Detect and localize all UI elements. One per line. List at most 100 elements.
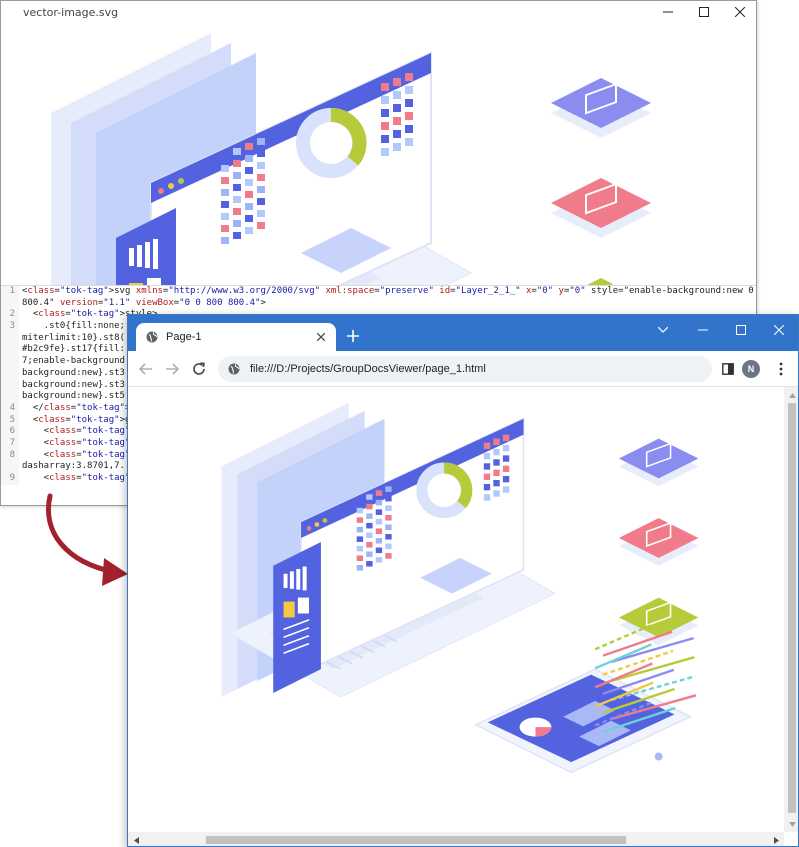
gears-icon: [585, 182, 617, 215]
code-text: .st0{fill:none;: [22, 321, 125, 332]
phone-bar: [296, 568, 301, 590]
code-line-stroke: [594, 624, 652, 651]
reload-button[interactable]: [189, 359, 209, 379]
image-card-icon: [645, 601, 672, 627]
grid-cell: [257, 198, 265, 205]
close-button[interactable]: [722, 1, 756, 23]
grid-cell: [483, 442, 491, 449]
new-tab-button[interactable]: [344, 327, 362, 345]
maximize-button[interactable]: [686, 1, 722, 23]
grid-cell: [233, 160, 241, 167]
url-text[interactable]: file:///D:/Projects/GroupDocsViewer/page…: [250, 363, 486, 375]
grid-cell: [366, 494, 373, 500]
grid-cell: [257, 150, 265, 157]
grid-cell: [381, 122, 389, 130]
vertical-scroll-thumb[interactable]: [788, 403, 796, 813]
caret-up-icon: [788, 392, 796, 398]
grid-cell: [257, 162, 265, 169]
caret-right-icon: [773, 836, 779, 844]
forward-button[interactable]: [162, 359, 182, 379]
phone-text-line: [283, 642, 310, 654]
phone-card: [283, 601, 295, 618]
window-dot: [306, 526, 312, 531]
code-line: background:new}.st3: [1, 379, 756, 392]
vertical-scrollbar[interactable]: [784, 387, 798, 832]
grid-cell: [245, 227, 253, 234]
code-text: background:new}.st3: [22, 379, 125, 390]
tab-page-1[interactable]: Page-1: [136, 323, 336, 351]
globe-icon: [146, 331, 158, 343]
code-text: dasharray:3.8701,7.: [22, 461, 125, 472]
maximize-button[interactable]: [722, 315, 760, 345]
grid-cell: [245, 191, 253, 198]
grid-cell: [405, 138, 413, 146]
code-line-stroke: [602, 706, 676, 734]
close-button[interactable]: [760, 315, 798, 345]
browser-window: Page-1: [127, 314, 799, 847]
scroll-left-button[interactable]: [128, 832, 144, 846]
tab-search-button[interactable]: [644, 315, 682, 345]
minimize-button[interactable]: [650, 1, 686, 23]
grid-cell: [245, 155, 253, 162]
grid-cell: [245, 167, 253, 174]
code-line-stroke: [610, 675, 696, 702]
grid-cell: [405, 73, 413, 81]
tile-top: [551, 78, 651, 128]
grid-cell: [221, 165, 229, 172]
monitor-stand-panel: [420, 557, 492, 594]
scroll-up-button[interactable]: [784, 387, 798, 403]
grid-cell: [375, 537, 383, 544]
grid-cell: [221, 237, 229, 244]
grid-cell: [405, 125, 413, 133]
side-panel-button[interactable]: [718, 359, 738, 379]
horizontal-scroll-thumb[interactable]: [206, 836, 626, 844]
close-icon: [774, 325, 784, 335]
code-text: #b2c9fe}.st17{fill:: [22, 344, 125, 355]
code-text: 7;enable-background: [22, 356, 125, 367]
minimize-button[interactable]: [684, 315, 722, 345]
grid-cell: [483, 452, 491, 460]
scroll-down-button[interactable]: [784, 816, 798, 832]
grid-cell: [221, 201, 229, 208]
code-text: background:new}.st5: [22, 391, 125, 402]
close-icon: [735, 7, 745, 17]
line-number: 3: [1, 321, 19, 333]
sidebar-icon: [722, 363, 734, 375]
code-line: miterlimit:10}.st8(: [1, 332, 756, 345]
grid-cell: [221, 225, 229, 232]
line-number: 2: [1, 309, 19, 322]
donut-segment: [443, 462, 473, 509]
address-bar[interactable]: file:///D:/Projects/GroupDocsViewer/page…: [218, 356, 712, 382]
pie-slice: [535, 727, 552, 737]
grid-cell: [366, 541, 373, 548]
profile-avatar[interactable]: N: [742, 360, 760, 378]
code-line-stroke: [602, 649, 674, 676]
grid-cell: [233, 232, 241, 239]
horizontal-scrollbar[interactable]: [128, 832, 784, 846]
tab-close-button[interactable]: [314, 330, 328, 344]
forward-arrow-icon: [166, 363, 179, 375]
phone-text-line: [283, 619, 310, 631]
grid-cell: [381, 135, 389, 143]
grid-cell: [233, 208, 241, 215]
grid-cell: [502, 486, 510, 493]
code-line-stroke: [602, 687, 675, 714]
reload-icon: [193, 362, 205, 375]
svg-preview: [1, 23, 756, 500]
window-dot: [314, 522, 320, 527]
window-dot: [178, 178, 184, 184]
grid-cell: [385, 524, 392, 531]
code-line: background:new}.st5: [1, 391, 756, 403]
line-number: [1, 356, 19, 368]
menu-button[interactable]: [771, 359, 791, 379]
grid-cell: [493, 490, 500, 497]
code-line-stroke: [594, 643, 652, 670]
browser-tab-strip: Page-1: [128, 315, 798, 351]
code-line-stroke: [610, 636, 694, 664]
phone-text-line: [283, 634, 310, 647]
scroll-right-button[interactable]: [768, 832, 784, 846]
grid-cell: [381, 83, 389, 91]
line-number: 6: [1, 426, 19, 438]
maximize-icon: [736, 325, 746, 335]
back-button[interactable]: [136, 359, 156, 379]
